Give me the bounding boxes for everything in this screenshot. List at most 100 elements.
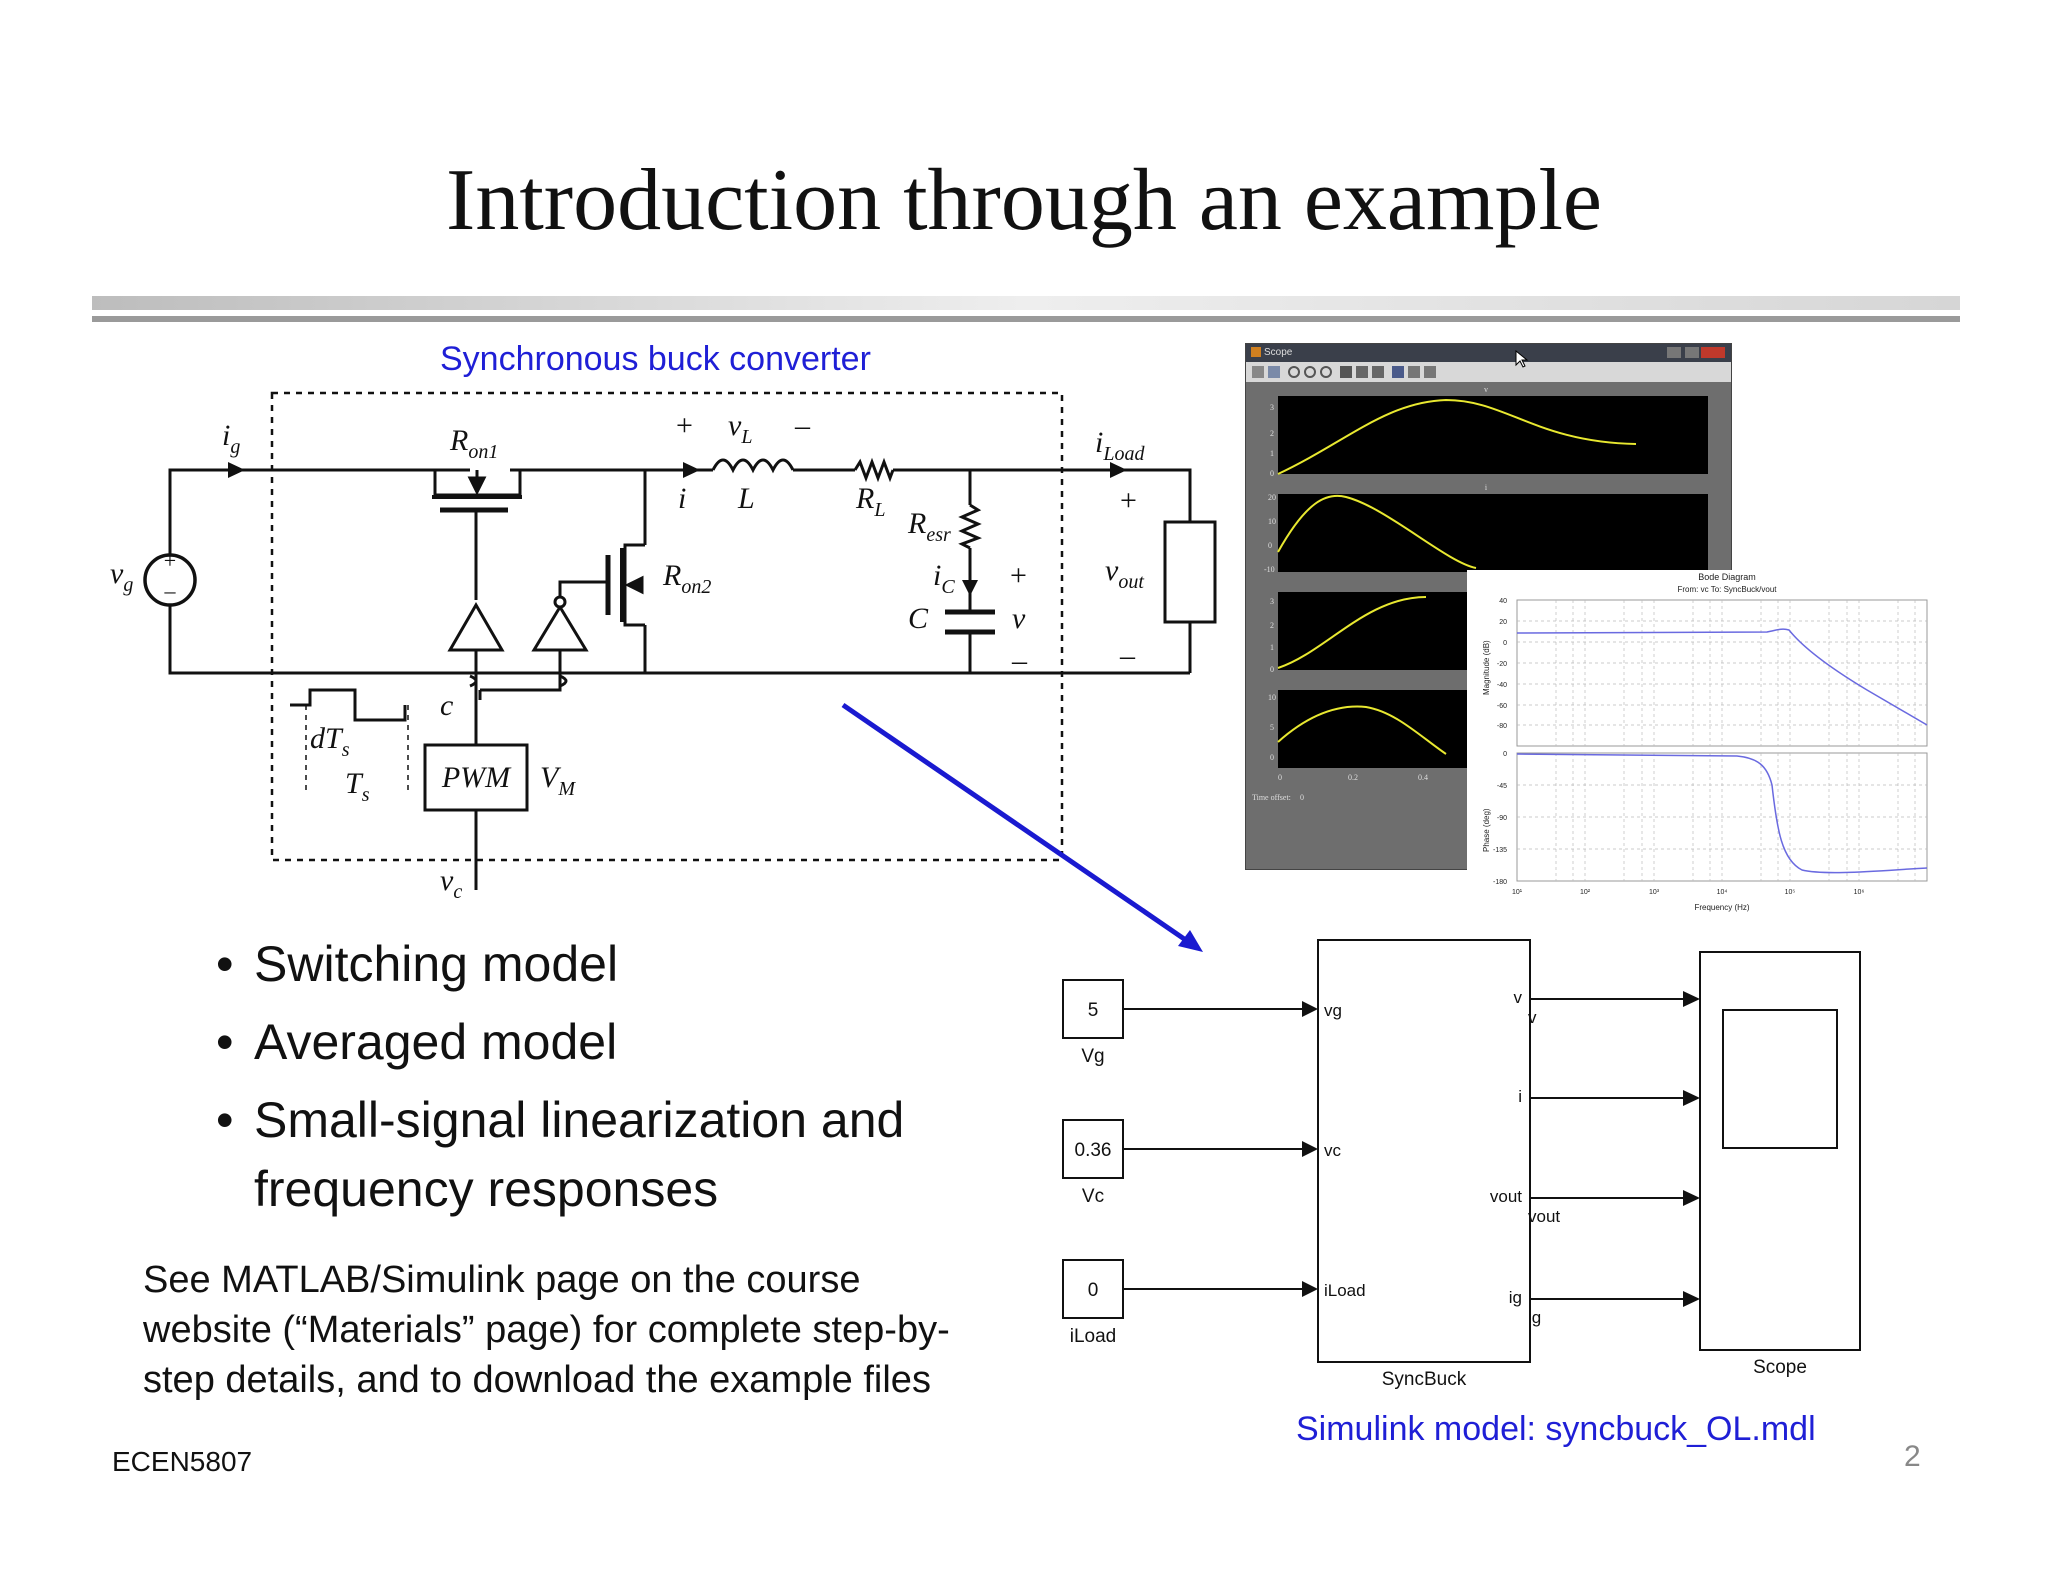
svg-text:2: 2: [1270, 621, 1274, 630]
const-iload-name: iLoad: [1070, 1326, 1117, 1347]
svg-text:10³: 10³: [1649, 889, 1660, 896]
const-iload-value: 0: [1088, 1280, 1099, 1301]
svg-text:0: 0: [1270, 469, 1274, 478]
inductor-icon: [711, 458, 795, 474]
in-port-iload: iLoad: [1324, 1281, 1366, 1300]
svg-text:0: 0: [1503, 751, 1507, 758]
out-port-ig: ig: [1509, 1288, 1522, 1307]
svg-text:10⁶: 10⁶: [1854, 889, 1865, 896]
lock-icon[interactable]: [1408, 366, 1420, 378]
label-iload: iLoad: [1095, 426, 1145, 465]
resistor-esr-icon: [958, 503, 982, 550]
zoom-icon[interactable]: [1288, 366, 1300, 378]
autoscale-icon[interactable]: [1340, 366, 1352, 378]
svg-text:0.4: 0.4: [1418, 773, 1428, 782]
simulink-model: 5 Vg 0.36 Vc 0 iLoad vg vc iLoad v i vou…: [1062, 939, 1861, 1390]
svg-text:0: 0: [1270, 753, 1274, 762]
label-v-plus: +: [1010, 559, 1027, 592]
scope-titlebar: Scope: [1246, 344, 1731, 362]
svg-text:0.2: 0.2: [1348, 773, 1358, 782]
svg-text:-180: -180: [1493, 879, 1507, 886]
label-L: L: [737, 482, 755, 515]
signal-selector-icon[interactable]: [1424, 366, 1436, 378]
label-dts: dTs: [310, 722, 350, 761]
label-vout-plus: +: [1120, 484, 1137, 517]
svg-text:10⁴: 10⁴: [1717, 889, 1728, 896]
svg-text:-45: -45: [1497, 783, 1507, 790]
svg-text:1: 1: [1270, 449, 1274, 458]
bullet-item: Small-signal linearization andfrequency …: [216, 1081, 904, 1219]
svg-text:1: 1: [1270, 643, 1274, 652]
out-port-i: i: [1518, 1087, 1522, 1106]
svg-text:10¹: 10¹: [1512, 889, 1523, 896]
current-arrow-icon: [228, 462, 245, 478]
save-axes-icon[interactable]: [1356, 366, 1368, 378]
zoom-x-icon[interactable]: [1304, 366, 1316, 378]
syncbuck-block-name: SyncBuck: [1382, 1369, 1467, 1390]
scope-toolbar: [1246, 362, 1731, 382]
svg-text:20: 20: [1268, 493, 1276, 502]
course-note: See MATLAB/Simulink page on the course w…: [143, 1259, 950, 1401]
minimize-icon[interactable]: [1667, 347, 1681, 358]
label-ts: Ts: [345, 767, 370, 806]
parameters-icon[interactable]: [1268, 366, 1280, 378]
magnitude-axis-label: Magnitude (dB): [1482, 640, 1491, 695]
zoom-y-icon[interactable]: [1320, 366, 1332, 378]
capacitor-icon: [945, 609, 995, 635]
label-ic: iC: [933, 559, 955, 598]
svg-text:-90: -90: [1497, 815, 1507, 822]
bullet-item: Switching model: [216, 925, 904, 1003]
voltage-source-icon: + –: [143, 548, 197, 607]
svg-text:20: 20: [1499, 619, 1507, 626]
label-vout-minus: –: [1119, 639, 1136, 672]
svg-text:-10: -10: [1264, 565, 1275, 574]
print-icon[interactable]: [1252, 366, 1264, 378]
pwm-waveform-icon: [290, 688, 409, 790]
simulink-caption: Simulink model: syncbuck_OL.mdl: [1296, 1410, 1816, 1448]
svg-text:-20: -20: [1497, 661, 1507, 668]
in-port-vg: vg: [1324, 1001, 1342, 1020]
scope-block-name: Scope: [1753, 1357, 1807, 1378]
svg-text:10⁵: 10⁵: [1785, 889, 1796, 896]
const-vc-name: Vc: [1082, 1186, 1104, 1207]
course-code: ECEN5807: [112, 1446, 253, 1477]
svg-text:–: –: [164, 578, 177, 603]
signal-label-vout: vout: [1528, 1207, 1560, 1226]
label-minus: –: [794, 409, 811, 442]
svg-text:-135: -135: [1493, 847, 1507, 854]
label-c: c: [440, 689, 453, 722]
const-vg-name: Vg: [1081, 1046, 1104, 1067]
svg-text:-60: -60: [1497, 703, 1507, 710]
arrow-to-simulink: [841, 702, 1203, 952]
scope-axis-title: v: [1484, 385, 1488, 394]
load-resistor-icon: [1163, 520, 1217, 624]
svg-text:0: 0: [1278, 773, 1282, 782]
label-vl: vL: [728, 409, 752, 448]
svg-text:0: 0: [1503, 640, 1507, 647]
gate-driver-icon: [447, 595, 589, 745]
slide-title: Introduction through an example: [446, 152, 1602, 249]
restore-axes-icon[interactable]: [1372, 366, 1384, 378]
svg-text:3: 3: [1270, 403, 1274, 412]
signal-label-i: i: [1528, 1107, 1532, 1126]
out-port-vout: vout: [1490, 1187, 1522, 1206]
label-resr: Resr: [907, 507, 951, 546]
label-vout: vout: [1105, 554, 1144, 593]
floating-scope-icon[interactable]: [1392, 366, 1404, 378]
label-pwm: PWM: [441, 761, 512, 794]
svg-text:-40: -40: [1497, 682, 1507, 689]
mosfet-on1-icon: [432, 470, 522, 600]
bode-diagram: Bode Diagram From: vc To: SyncBuck/vout …: [1467, 570, 1937, 920]
signal-label-ig: ig: [1528, 1308, 1541, 1327]
svg-text:10²: 10²: [1580, 889, 1591, 896]
maximize-icon[interactable]: [1685, 347, 1699, 358]
frequency-axis-label: Frequency (Hz): [1694, 903, 1749, 912]
close-icon[interactable]: [1701, 347, 1725, 358]
bullet-list: Switching model Averaged model Small-sig…: [216, 925, 904, 1219]
scope-app-icon: [1251, 347, 1261, 358]
circuit-caption: Synchronous buck converter: [440, 340, 871, 378]
label-plus: +: [676, 409, 693, 442]
bode-title: Bode Diagram: [1698, 572, 1756, 582]
current-arrow-icon: [1110, 462, 1127, 478]
